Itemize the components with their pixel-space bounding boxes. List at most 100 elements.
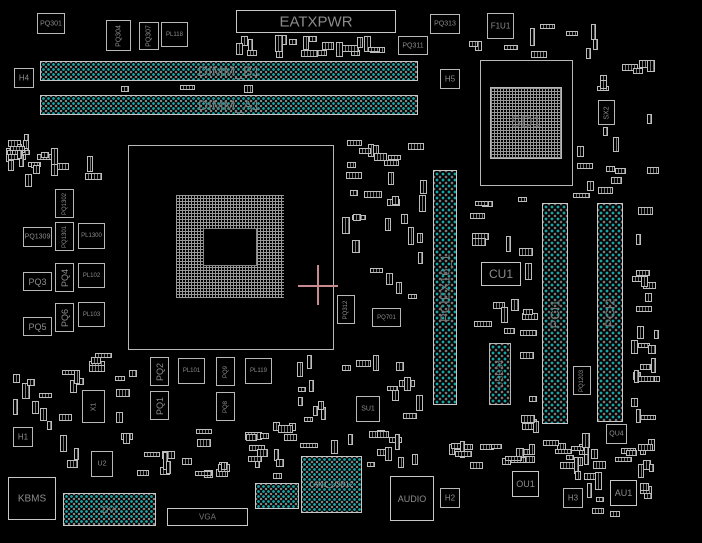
pq5[interactable]: PQ5: [23, 317, 52, 336]
smd-component[interactable]: [636, 270, 650, 276]
smd-component[interactable]: [13, 373, 21, 383]
vga-connector[interactable]: VGA: [167, 508, 248, 526]
smd-component[interactable]: [582, 432, 591, 448]
smd-component[interactable]: [606, 166, 615, 172]
kbms-connector[interactable]: KBMS: [8, 477, 56, 520]
su1-chip[interactable]: SU1: [356, 396, 380, 422]
eatxpwr-connector[interactable]: EATXPWR: [236, 10, 396, 33]
pq2[interactable]: PQ2: [150, 357, 169, 386]
pq311[interactable]: PQ311: [398, 36, 428, 55]
pq8[interactable]: PQ8: [216, 392, 235, 421]
smd-component[interactable]: [397, 457, 404, 469]
smd-component[interactable]: [377, 430, 390, 439]
smd-component[interactable]: [522, 422, 535, 431]
pciex16-slot[interactable]: PCIEX16_1: [433, 170, 457, 405]
x1-crystal[interactable]: X1: [82, 390, 105, 423]
smd-component[interactable]: [13, 398, 19, 415]
cpu-socket[interactable]: [128, 145, 334, 350]
smd-component[interactable]: [162, 451, 176, 459]
pq9[interactable]: PQ9: [216, 357, 235, 386]
sd1-chip[interactable]: SD1: [490, 87, 562, 159]
smd-component[interactable]: [355, 359, 372, 367]
smd-component[interactable]: [236, 43, 243, 56]
smd-component[interactable]: [505, 455, 523, 462]
smd-component[interactable]: [649, 463, 655, 473]
smd-component[interactable]: [383, 160, 399, 167]
qu4-chip[interactable]: QU4: [606, 424, 627, 444]
smd-component[interactable]: [364, 191, 382, 199]
smd-component[interactable]: [163, 452, 169, 470]
smd-component[interactable]: [500, 307, 508, 324]
smd-component[interactable]: [73, 369, 81, 385]
hole-h2[interactable]: H2: [440, 488, 460, 508]
smd-component[interactable]: [577, 146, 584, 158]
smd-component[interactable]: [120, 85, 130, 92]
smd-component[interactable]: [585, 47, 592, 59]
smd-component[interactable]: [590, 23, 596, 41]
smd-component[interactable]: [248, 444, 266, 451]
smd-component[interactable]: [348, 433, 354, 445]
smd-component[interactable]: [70, 379, 77, 394]
smd-component[interactable]: [613, 137, 620, 153]
smd-component[interactable]: [471, 238, 486, 247]
smd-component[interactable]: [598, 187, 613, 195]
smd-component[interactable]: [31, 401, 40, 414]
smd-component[interactable]: [609, 510, 621, 518]
smd-component[interactable]: [283, 434, 298, 442]
smd-component[interactable]: [128, 369, 137, 378]
smd-component[interactable]: [647, 345, 656, 354]
smd-component[interactable]: [182, 457, 193, 466]
smd-component[interactable]: [611, 177, 623, 185]
smd-component[interactable]: [282, 35, 288, 46]
smd-component[interactable]: [21, 383, 30, 399]
smd-component[interactable]: [308, 36, 318, 42]
smd-component[interactable]: [364, 35, 371, 53]
smd-component[interactable]: [418, 194, 426, 212]
smd-component[interactable]: [626, 450, 637, 456]
smd-component[interactable]: [493, 301, 505, 309]
pl101[interactable]: PL101: [178, 358, 205, 384]
hole-h4[interactable]: H4: [14, 68, 34, 88]
smd-component[interactable]: [56, 163, 70, 170]
pq307[interactable]: PQ307: [139, 22, 159, 50]
smd-component[interactable]: [554, 448, 572, 454]
smd-component[interactable]: [179, 84, 196, 90]
smd-component[interactable]: [91, 356, 101, 364]
smd-component[interactable]: [573, 192, 590, 199]
smd-component[interactable]: [66, 459, 78, 468]
smd-component[interactable]: [116, 411, 124, 424]
pq1[interactable]: PQ1: [150, 391, 169, 420]
smd-component[interactable]: [276, 459, 285, 468]
smd-component[interactable]: [637, 464, 645, 478]
smd-component[interactable]: [395, 362, 404, 372]
smd-component[interactable]: [600, 80, 607, 89]
smd-component[interactable]: [221, 462, 228, 471]
smd-component[interactable]: [59, 434, 67, 452]
smd-component[interactable]: [302, 35, 309, 50]
smd-component[interactable]: [407, 294, 418, 300]
smd-component[interactable]: [528, 443, 535, 456]
smd-component[interactable]: [470, 213, 486, 220]
smd-component[interactable]: [645, 292, 652, 302]
smd-component[interactable]: [351, 239, 360, 254]
smd-component[interactable]: [321, 42, 335, 50]
smd-component[interactable]: [335, 41, 344, 57]
pq312[interactable]: PQ312: [337, 295, 355, 324]
smd-component[interactable]: [531, 50, 547, 58]
smd-component[interactable]: [115, 389, 131, 397]
smd-component[interactable]: [273, 472, 283, 479]
smd-component[interactable]: [366, 462, 375, 468]
sx2-crystal[interactable]: SX2: [598, 100, 615, 125]
smd-component[interactable]: [384, 217, 391, 231]
pci2-slot[interactable]: PCI2: [597, 203, 623, 422]
smd-component[interactable]: [469, 461, 483, 469]
pl118[interactable]: PL118: [161, 22, 188, 47]
smd-component[interactable]: [630, 339, 638, 354]
smd-component[interactable]: [653, 330, 659, 339]
smd-component[interactable]: [523, 309, 534, 316]
smd-component[interactable]: [297, 397, 304, 407]
smd-component[interactable]: [22, 139, 29, 149]
smd-component[interactable]: [373, 355, 379, 372]
smd-component[interactable]: [387, 171, 394, 185]
smd-component[interactable]: [245, 433, 258, 442]
